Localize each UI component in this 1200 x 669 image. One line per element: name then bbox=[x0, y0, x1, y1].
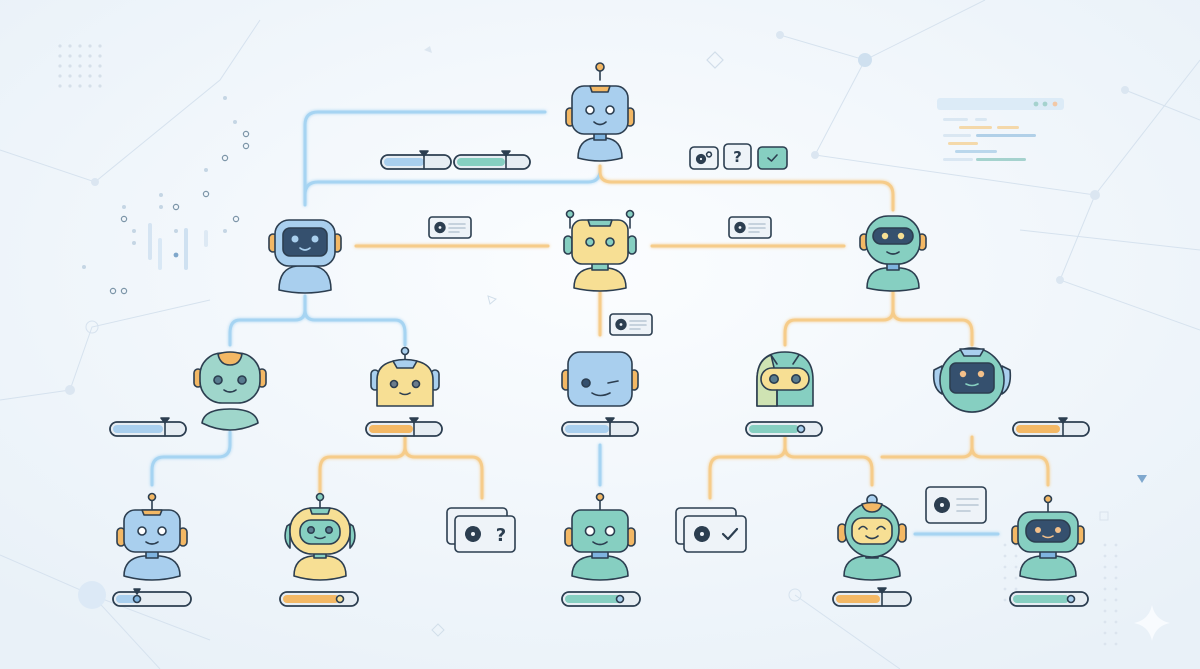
worker-robot-d[interactable] bbox=[756, 351, 814, 407]
worker-robot-c[interactable] bbox=[561, 351, 639, 407]
progress-bar-worker-b bbox=[365, 417, 443, 437]
sub-robot-c[interactable] bbox=[564, 492, 636, 581]
settings-chip[interactable] bbox=[689, 146, 719, 170]
gear-icon bbox=[465, 526, 481, 542]
progress-bar-sub-a bbox=[112, 588, 192, 607]
worker-robot-e[interactable] bbox=[932, 347, 1012, 413]
question-icon: ? bbox=[733, 148, 742, 166]
sub-robot-d[interactable] bbox=[837, 494, 907, 581]
worker-robot-b[interactable] bbox=[370, 346, 440, 407]
sub-robot-e[interactable] bbox=[1011, 494, 1085, 581]
config-card-center[interactable] bbox=[609, 313, 653, 336]
progress-bar-worker-a bbox=[109, 417, 187, 437]
progress-bar-sub-b bbox=[279, 591, 359, 607]
question-chip[interactable]: ? bbox=[723, 143, 752, 170]
progress-bar-root-blue bbox=[380, 150, 452, 170]
right-manager-robot[interactable] bbox=[859, 215, 927, 292]
progress-bar-root-teal bbox=[453, 150, 531, 170]
left-manager-robot[interactable] bbox=[268, 219, 342, 294]
gear-icon bbox=[434, 221, 446, 234]
progress-bar-worker-c bbox=[561, 417, 639, 437]
progress-bar-sub-e bbox=[1009, 591, 1089, 607]
center-manager-robot[interactable] bbox=[563, 209, 637, 292]
sub-robot-a[interactable] bbox=[116, 492, 188, 581]
config-card-bottom[interactable] bbox=[925, 486, 987, 524]
question-icon: ? bbox=[496, 525, 506, 546]
code-window-decoration bbox=[937, 98, 1064, 161]
pending-task-card[interactable]: ? bbox=[446, 507, 516, 553]
gear-icon bbox=[694, 526, 710, 542]
progress-bar-worker-e bbox=[1012, 417, 1090, 437]
gear-icon bbox=[615, 318, 627, 331]
progress-bar-worker-d bbox=[745, 421, 823, 437]
check-icon bbox=[767, 154, 778, 162]
progress-bar-sub-d bbox=[832, 587, 912, 607]
gear-icon bbox=[934, 497, 950, 513]
config-card-right[interactable] bbox=[728, 216, 772, 239]
approved-chip[interactable] bbox=[757, 146, 788, 170]
gear-icon bbox=[734, 221, 746, 234]
check-icon bbox=[721, 527, 739, 541]
config-card-left[interactable] bbox=[428, 216, 472, 239]
root-robot[interactable] bbox=[565, 62, 635, 162]
worker-robot-a[interactable] bbox=[193, 351, 267, 431]
sub-robot-b[interactable] bbox=[284, 492, 356, 581]
completed-task-card[interactable] bbox=[675, 507, 747, 553]
progress-bar-sub-c bbox=[561, 591, 641, 607]
gears-icon bbox=[695, 151, 713, 165]
